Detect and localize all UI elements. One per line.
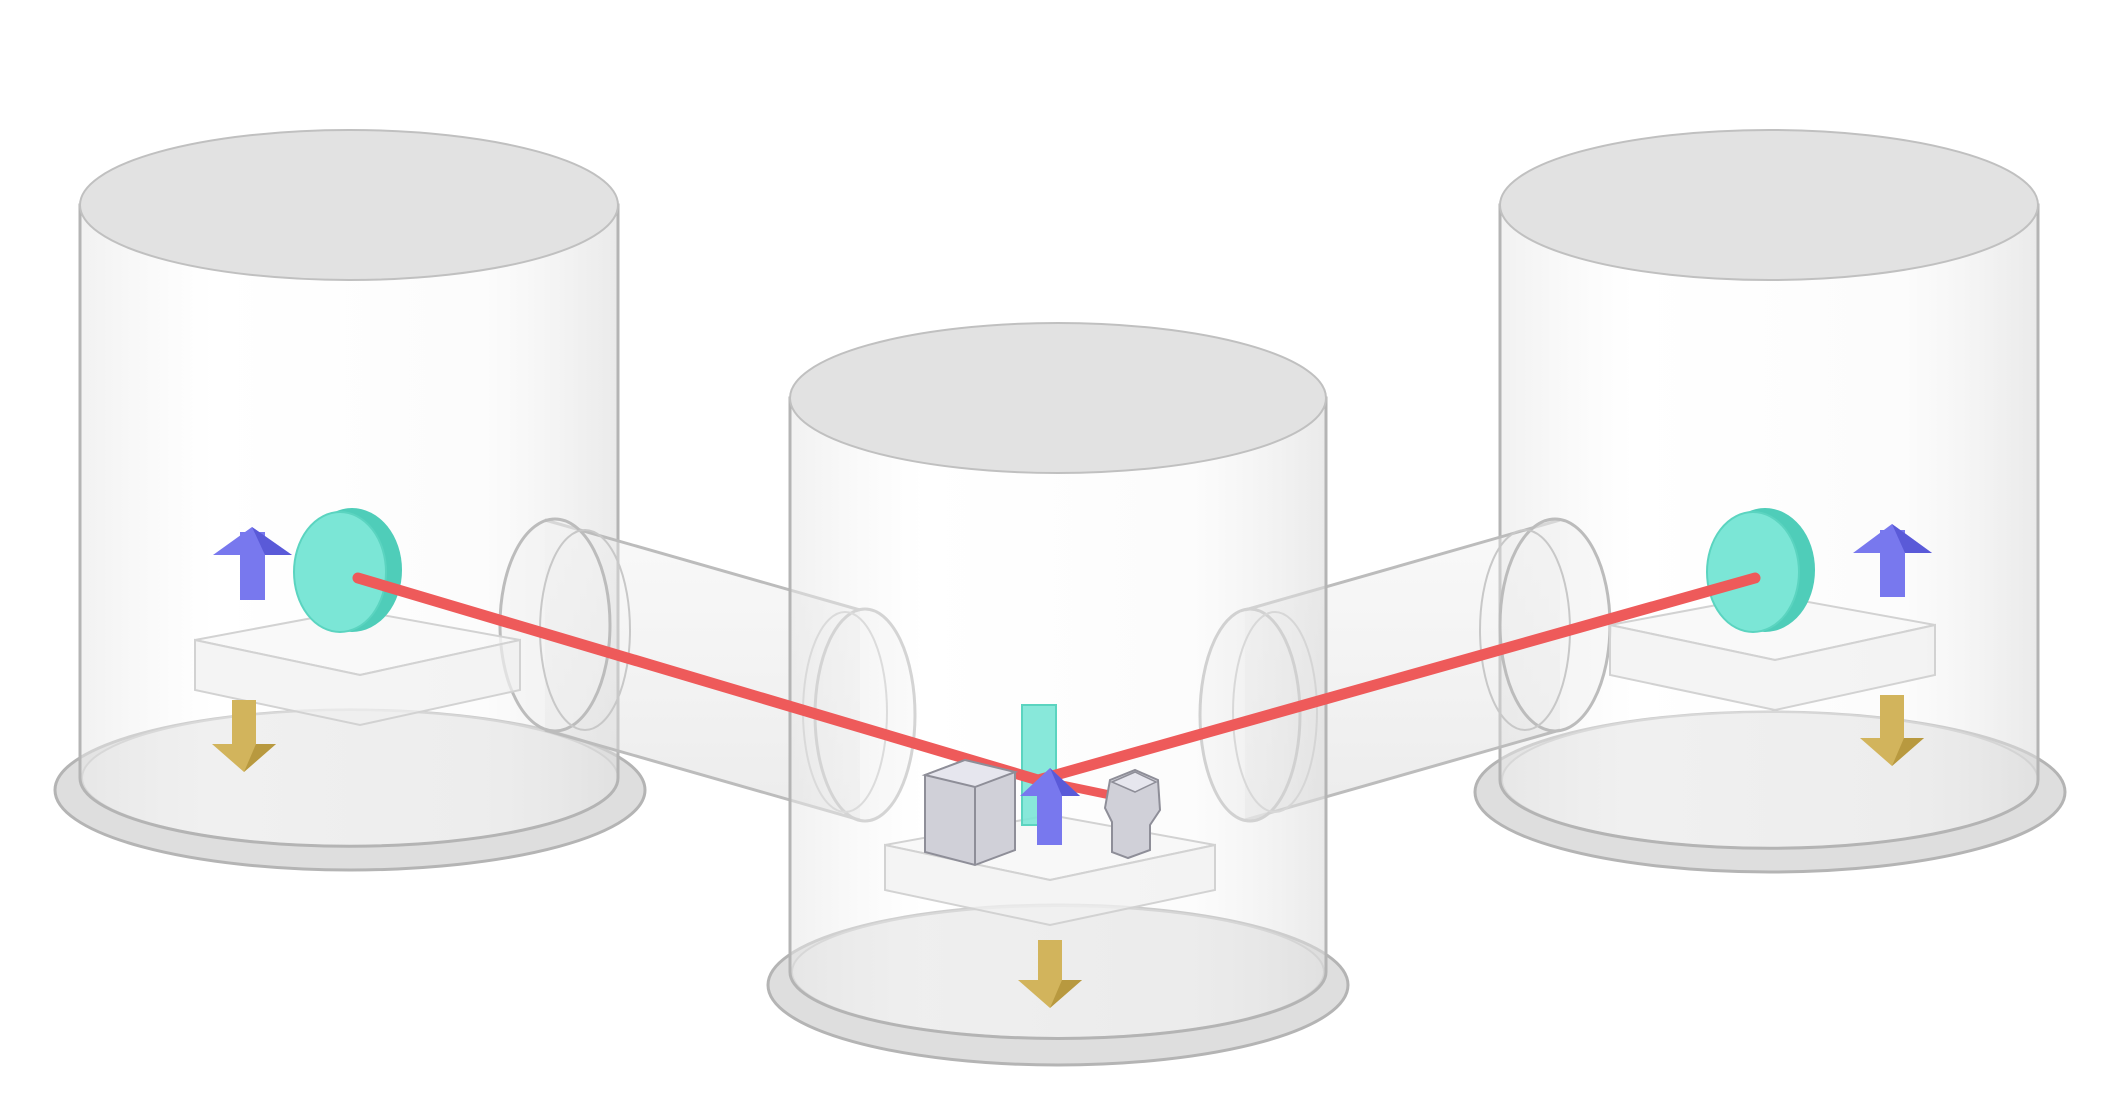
up-arrow-icon bbox=[1020, 768, 1080, 845]
down-arrow-icon bbox=[1860, 695, 1924, 766]
right-chamber-top bbox=[1499, 129, 2039, 281]
left-isolation-platform bbox=[194, 608, 521, 727]
photodetector bbox=[1103, 768, 1162, 860]
laser-beam-right-arm bbox=[1032, 572, 1761, 786]
left-vacuum-chamber bbox=[53, 129, 647, 872]
up-arrow-icon bbox=[213, 527, 292, 600]
down-arrow-icon bbox=[212, 700, 276, 772]
right-vacuum-chamber bbox=[1473, 129, 2067, 874]
left-test-mass-mirror bbox=[293, 508, 402, 633]
right-test-mass-mirror bbox=[1706, 508, 1815, 633]
down-arrow-icon bbox=[1018, 940, 1082, 1008]
laser-source-block bbox=[921, 758, 1019, 867]
laser-beam-left-arm bbox=[352, 572, 1044, 786]
center-chamber-top bbox=[789, 322, 1327, 474]
left-chamber-top bbox=[79, 129, 619, 281]
up-arrow-icon bbox=[1853, 524, 1932, 597]
